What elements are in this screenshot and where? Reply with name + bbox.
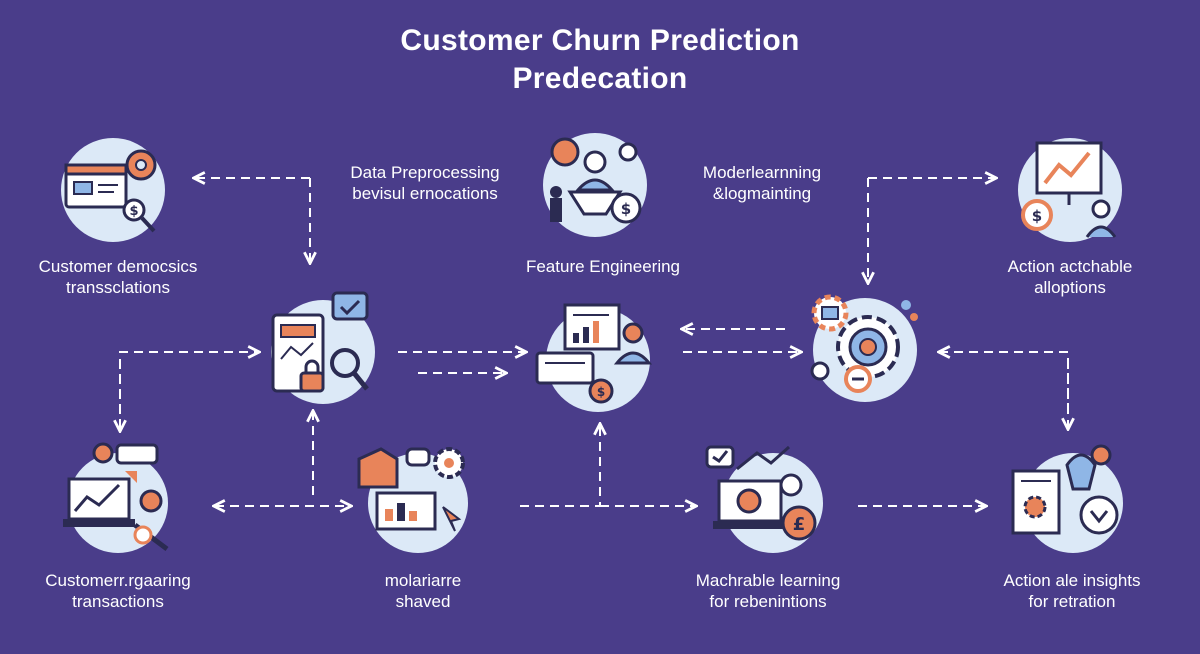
svg-text:$: $: [597, 385, 605, 399]
insight-lightbulb-icon: [1011, 444, 1125, 555]
document-lock-icon: [263, 291, 375, 407]
report-analyst-icon: $: [535, 303, 653, 415]
dashboard-gear-icon: $: [58, 135, 168, 245]
gear-target-icon: [810, 294, 920, 405]
laptop-currency-icon: £: [705, 445, 823, 555]
arrow-node8-to-node9: [520, 425, 600, 507]
laptop-chart-icon: [63, 442, 173, 555]
diagram-subtitle: Predecation: [512, 62, 688, 95]
svg-text:£: £: [793, 514, 806, 535]
team-funnel-icon: $: [540, 130, 650, 240]
presentation-chart-icon: $: [1015, 135, 1125, 245]
svg-text:$: $: [621, 200, 631, 218]
svg-text:$: $: [129, 204, 138, 219]
connector-arrows: [120, 178, 1068, 506]
node-label-feature-engineering: Feature Engineering: [525, 257, 681, 276]
monitor-gear-icon: [357, 445, 473, 555]
arrow-left-loop-up: [119, 352, 258, 428]
annotation-model-learning: Moderlearnning&logmainting: [702, 163, 822, 203]
arrow-right-loop: [940, 352, 1069, 412]
diagram-title: Customer Churn Prediction: [400, 24, 800, 57]
svg-text:$: $: [1032, 207, 1042, 225]
